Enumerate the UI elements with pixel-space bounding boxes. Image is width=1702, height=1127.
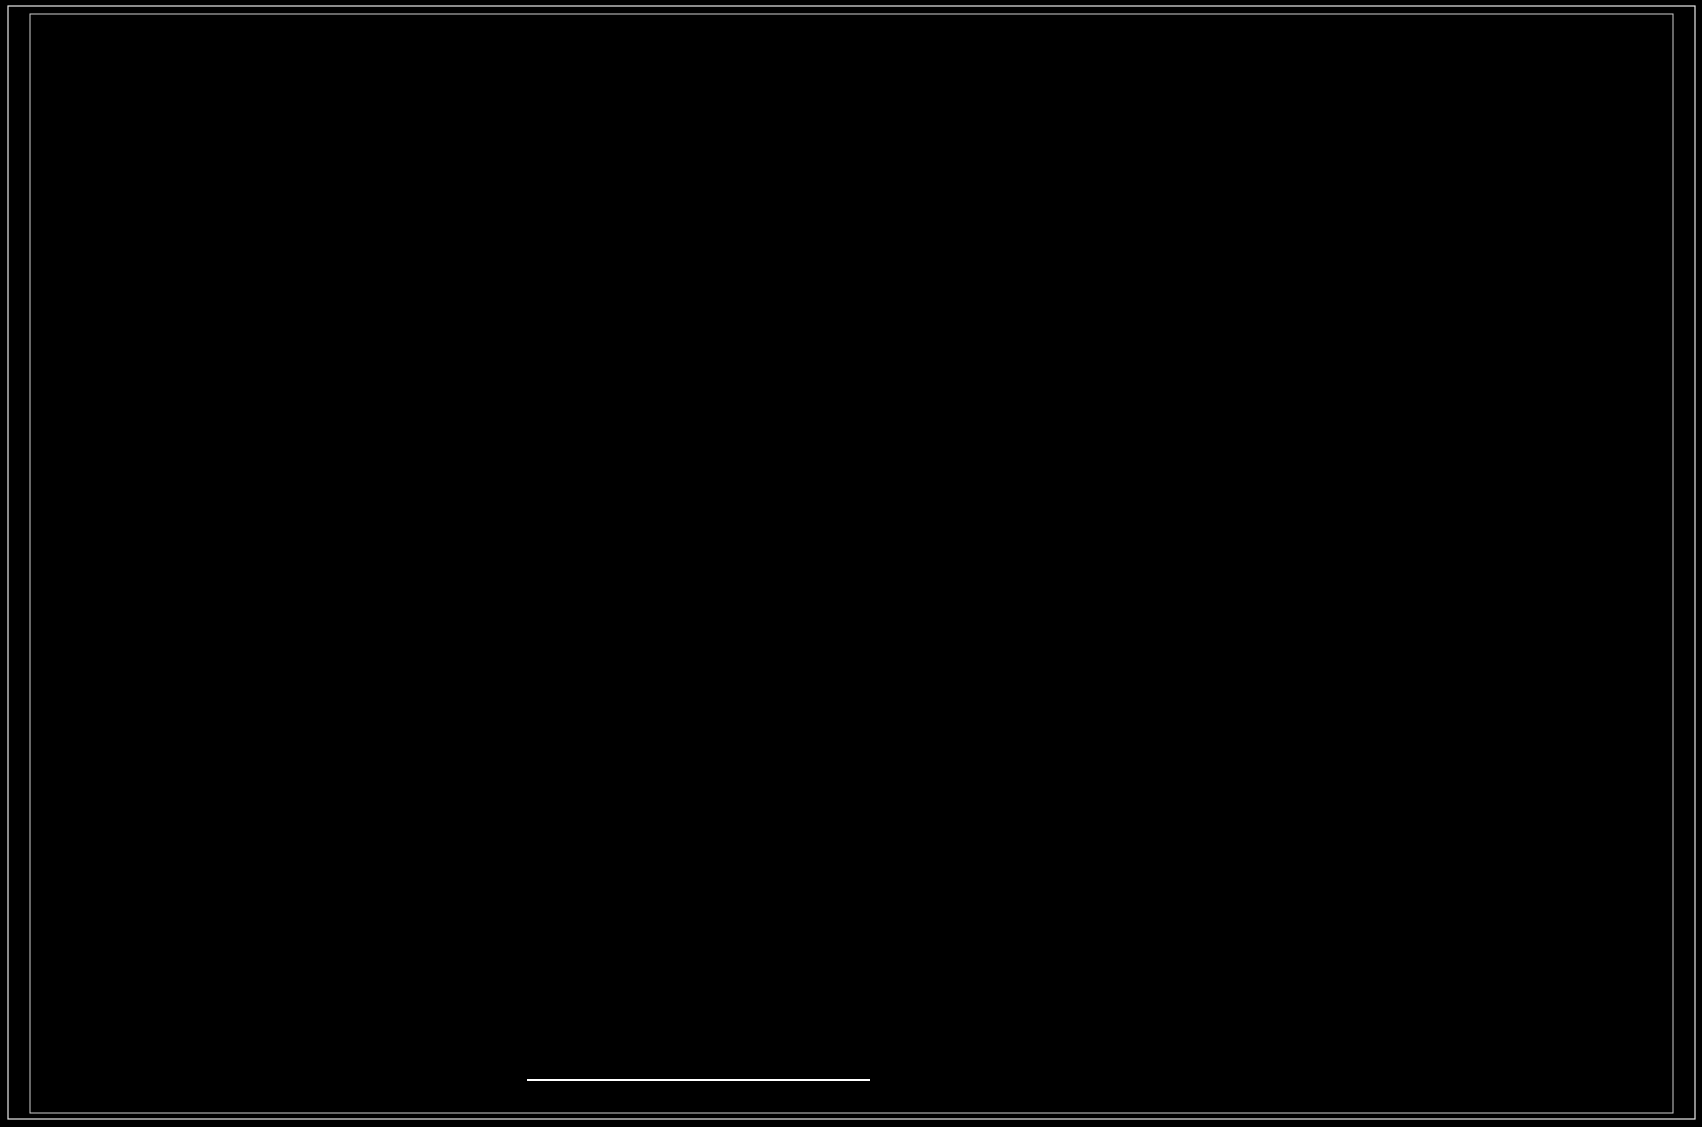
sheet-border [7,5,1696,1120]
